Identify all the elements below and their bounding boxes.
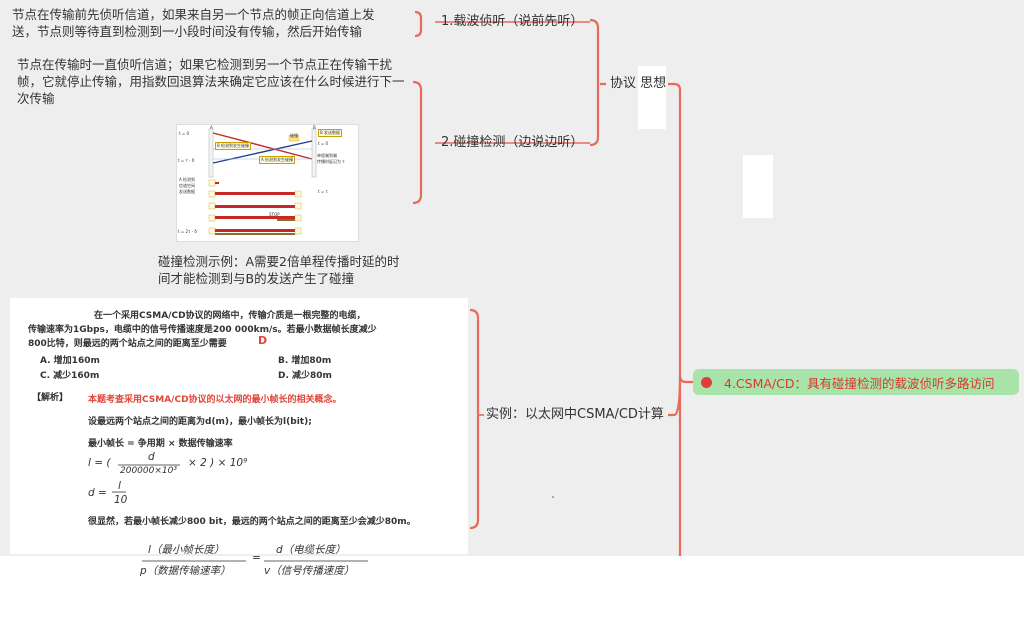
example-bracket [469, 308, 480, 530]
formula-2-num: l [118, 480, 121, 492]
fig-label-a-collision: A 检测到发生碰撞 [259, 156, 296, 164]
trunk-line [668, 82, 693, 384]
solution-line-2: 最小帧长 = 争用期 × 数据传输速率 [88, 439, 233, 449]
example-card: 在一个采用CSMA/CD协议的网络中，传输介质是一根完整的电缆， 传输速率为1G… [10, 298, 468, 554]
fig-label-t-2tau: t = 2τ - δ [178, 229, 197, 234]
fig-label-a: A [210, 125, 213, 130]
fig-label-a-detects: A 检测到 信道空闲 发送数据 [179, 177, 196, 194]
formula-den-right: v（信号传播速度） [264, 565, 355, 577]
option-a: A. 增加160m [40, 356, 100, 366]
solution-line-3: 很显然，若最小帧长减少800 bit，最远的两个站点之间的距离至少会减少80m。 [88, 517, 416, 527]
fig-label-b: B [313, 125, 316, 130]
note-figure-caption: 碰撞检测示例：A需要2倍单程传播时延的时间才能检测到与B的发送产生了碰撞 [158, 254, 400, 286]
formula-1-den: 200000×10³ [120, 466, 177, 476]
jiexi-text: 本题考查采用CSMA/CD协议的以太网的最小帧长的相关概念。 [88, 395, 342, 405]
collision-detection-figure: A B t = 0 t = τ - δ B 发送数据 碰撞 B 检测到发生碰撞 … [176, 124, 359, 242]
formula-1-l: l = ( [88, 457, 111, 469]
formula-2-d: d = [88, 487, 107, 499]
formula-num-left: l（最小帧长度） [148, 544, 225, 556]
note-collision-detect: 节点在传输时一直侦听信道；如果它检测到另一个节点正在传输干扰帧，它就停止传输，用… [17, 57, 405, 106]
fig-label-delay: 单程端到端 传播时延记为 τ [317, 153, 345, 164]
option-b: B. 增加80m [278, 356, 332, 366]
solution-line-1: 设最远两个站点之间的距离为d(m)，最小帧长为l(bit); [88, 417, 312, 427]
fig-label-t-tau-delta: t = τ - δ [178, 158, 195, 163]
formula-num-right: d（电缆长度） [276, 544, 346, 556]
canvas-bottom-area [0, 556, 1024, 618]
option-c: C. 减少160m [40, 371, 100, 381]
fig-label-stop: STOP [269, 212, 280, 217]
placeholder-box [743, 155, 773, 218]
option-d: D. 减少80m [278, 371, 332, 381]
formula-eq: = [252, 552, 261, 564]
figure-drawing [208, 128, 317, 235]
topic-marker-icon [701, 376, 712, 388]
note-carrier-sense: 节点在传输前先侦听信道，如果来自另一个节点的帧正向信道上发送，节点则等待直到检测… [12, 7, 375, 39]
branch-carrier-sense[interactable]: 1.载波侦听（说前先听） [441, 14, 584, 29]
fig-label-t0: t = 0 [179, 131, 190, 136]
formula-1-rest: × 2 ) × 10⁹ [188, 457, 248, 469]
fig-label-t0-b: t = 0 [318, 141, 329, 146]
answer-mark: D [258, 334, 268, 347]
fig-label-b-collision: B 检测到发生碰撞 [215, 142, 252, 150]
fig-label-b-sends: B 发送数据 [318, 129, 343, 137]
jiexi-label: 【解析】 [32, 393, 69, 403]
fig-label-collision: 碰撞 [290, 133, 298, 138]
ratio-formula: l（最小帧长度） p（数据传输速率） = d（电缆长度） v（信号传播速度） [140, 542, 380, 582]
main-topic-label: 4.CSMA/CD：具有碰撞检测的载波侦听多路访问 [724, 375, 995, 391]
question-line-3: 800比特，则最远的两个站点之间的距离至少需要 [28, 339, 227, 349]
example-fraction-bars [112, 464, 180, 493]
formula-1-num: d [148, 451, 155, 463]
collision-bracket [412, 80, 423, 205]
formula-den-left: p（数据传输速率） [140, 565, 231, 577]
fig-label-t-tau: t = τ [318, 189, 328, 194]
question-line-2: 传输速率为1Gbps，电缆中的信号传播速度是200 000km/s。若最小数据帧… [28, 325, 377, 335]
formula-2-den: 10 [114, 494, 128, 506]
protocol-idea-box [638, 66, 666, 129]
protocol-bracket [589, 18, 606, 147]
branch-protocol-idea[interactable]: 协议 思想 [610, 76, 667, 91]
stray-dot [552, 496, 554, 498]
carrier-bracket [414, 10, 423, 38]
branch-example[interactable]: 实例：以太网中CSMA/CD计算 [486, 407, 664, 422]
trunk-to-example [668, 375, 682, 417]
question-line-1: 在一个采用CSMA/CD协议的网络中，传输介质是一根完整的电缆， [94, 311, 366, 321]
formula-bars [142, 560, 368, 562]
branch-collision-detect[interactable]: 2.碰撞检测（边说边听） [441, 135, 584, 150]
main-topic-node[interactable]: 4.CSMA/CD：具有碰撞检测的载波侦听多路访问 [693, 369, 1019, 395]
